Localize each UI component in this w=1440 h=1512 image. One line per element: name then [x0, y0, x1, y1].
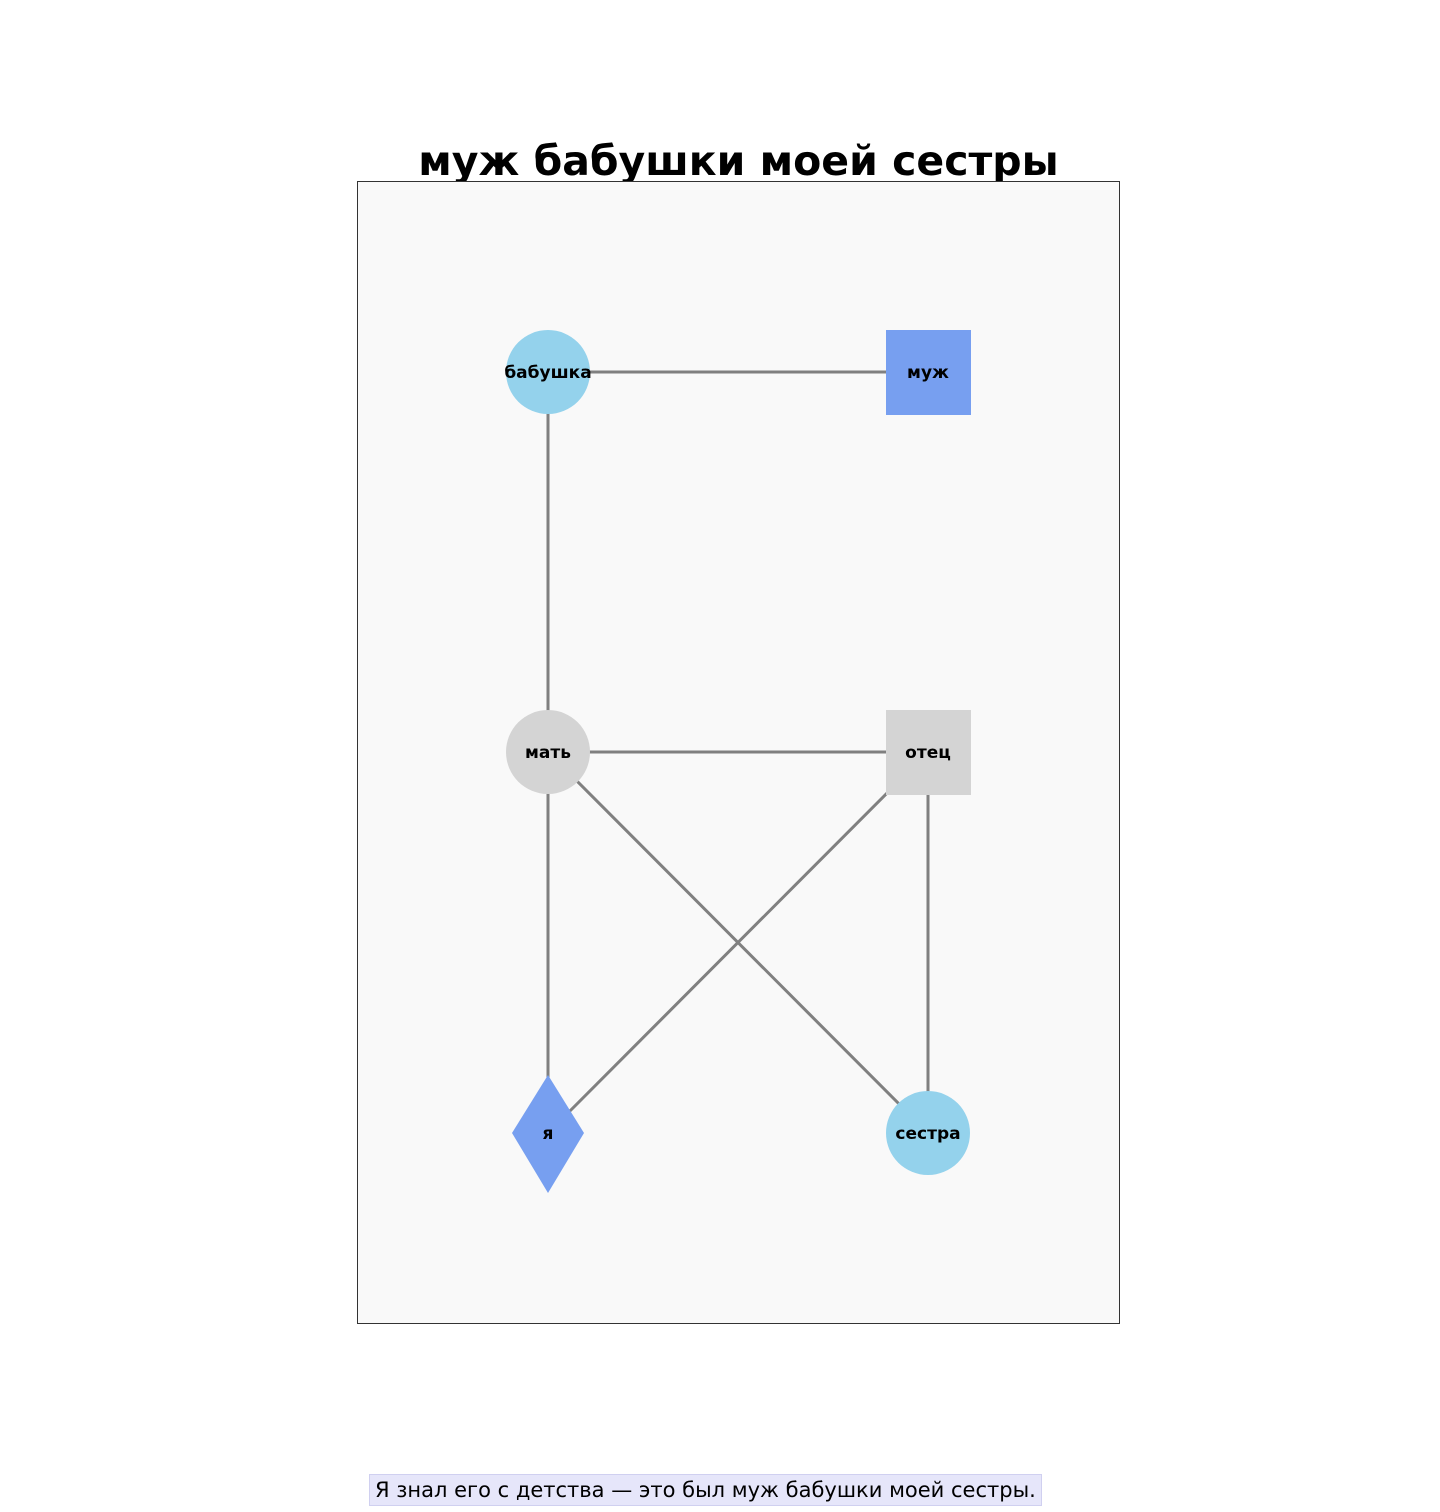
edge-father-me: [546, 750, 930, 1135]
node-label-father: отец: [905, 743, 951, 763]
node-label-grandma: бабушка: [504, 363, 591, 383]
caption: Я знал его с детства — это был муж бабуш…: [369, 1474, 1042, 1506]
node-husband: [886, 330, 971, 415]
nodes-layer: [506, 330, 971, 1193]
node-mother: [506, 710, 590, 794]
node-father: [886, 710, 971, 795]
node-label-me: я: [543, 1124, 554, 1144]
node-label-husband: муж: [907, 363, 949, 383]
node-sister: [886, 1091, 970, 1175]
node-grandma: [506, 330, 590, 414]
node-label-sister: сестра: [895, 1124, 960, 1144]
labels-layer: бабушка муж мать отец я сестра: [504, 363, 960, 1144]
edges-layer: [546, 370, 930, 1135]
node-label-mother: мать: [525, 743, 571, 763]
diagram-title: муж бабушки моей сестры: [418, 137, 1059, 185]
node-me: [512, 1075, 584, 1193]
